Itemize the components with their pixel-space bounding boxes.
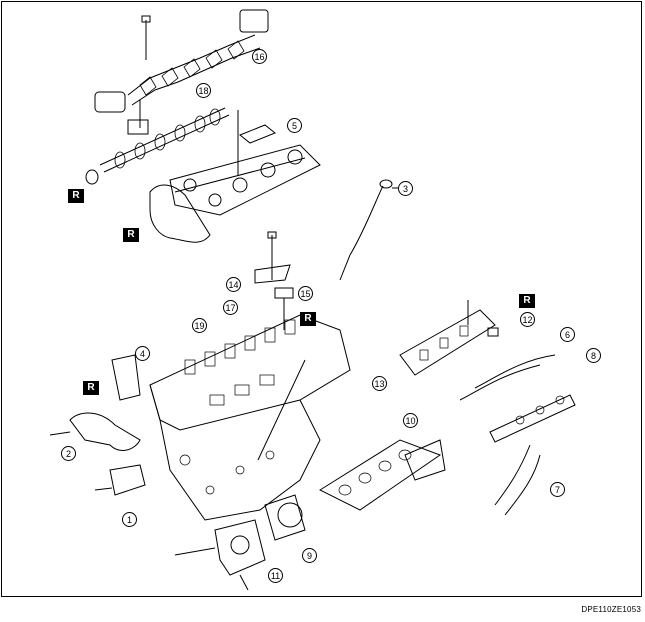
- rocker-arm-assembly: [94, 9, 269, 135]
- dipstick: [339, 179, 398, 281]
- callout-12: 12: [520, 312, 535, 327]
- replace-badge: R: [83, 381, 99, 395]
- callout-11: 11: [268, 568, 283, 583]
- callout-10: 10: [403, 413, 418, 428]
- figure-code: DPE110ZE1053: [581, 605, 641, 614]
- callout-14: 14: [226, 277, 241, 292]
- cylinder-block: [149, 314, 351, 521]
- replace-badge: R: [68, 189, 84, 203]
- replace-badge: R: [123, 228, 139, 242]
- callout-13: 13: [372, 376, 387, 391]
- callout-15: 15: [298, 286, 313, 301]
- cylinder-head-cover: [169, 110, 321, 216]
- vacuum-pump: [174, 494, 306, 591]
- callout-5: 5: [287, 118, 302, 133]
- callout-1: 1: [122, 512, 137, 527]
- callout-9: 9: [302, 548, 317, 563]
- brackets-and-pipe: [49, 354, 146, 496]
- callout-3: 3: [398, 181, 413, 196]
- glow-plug-rail: [399, 300, 499, 376]
- callout-4: 4: [135, 346, 150, 361]
- callout-7: 7: [550, 482, 565, 497]
- intake-manifold: [318, 439, 446, 511]
- head-cover-gasket: [149, 184, 211, 243]
- callout-16: 16: [252, 49, 267, 64]
- callout-19: 19: [192, 318, 207, 333]
- callout-18: 18: [196, 83, 211, 98]
- callout-6: 6: [560, 327, 575, 342]
- injector-assembly: [254, 231, 294, 330]
- callout-17: 17: [223, 300, 238, 315]
- replace-badge: R: [300, 312, 316, 326]
- diagram-frame: [1, 1, 642, 597]
- callout-2: 2: [61, 446, 76, 461]
- callout-8: 8: [586, 348, 601, 363]
- replace-badge: R: [519, 294, 535, 308]
- camshaft: [85, 107, 230, 185]
- fuel-rail: [459, 354, 576, 516]
